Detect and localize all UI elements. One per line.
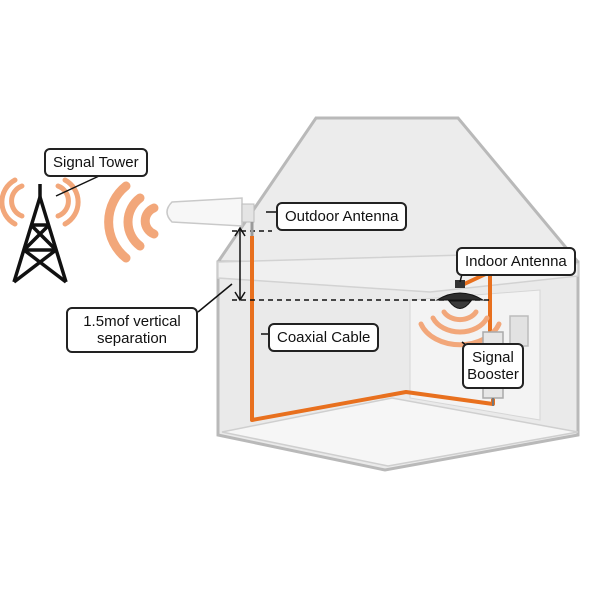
indoor-antenna-label: Indoor Antenna: [456, 247, 576, 276]
wall-switch: [509, 315, 529, 347]
yagi-antenna-icon: [166, 197, 255, 236]
signal-tower-text: Signal Tower: [53, 154, 139, 171]
indoor-antenna-text: Indoor Antenna: [465, 253, 567, 270]
cell-tower-icon: [12, 184, 68, 284]
tower-signal-waves: [0, 177, 81, 227]
house-floor: [221, 397, 579, 467]
signal-tower-label: Signal Tower: [44, 148, 148, 177]
coaxial-cable-label: Coaxial Cable: [268, 323, 380, 352]
signal-booster-text-1: Signal: [472, 349, 514, 366]
vertical-separation-text-2: separation: [96, 330, 168, 347]
airborne-signal-waves: [104, 181, 159, 263]
vertical-separation-label: 1.5mof vertical separation: [66, 307, 198, 353]
signal-booster-label: Signal Booster: [462, 343, 524, 389]
signal-booster-text-2: Booster: [467, 366, 519, 383]
vertical-separation-text-1: 1.5mof vertical: [83, 313, 181, 330]
coaxial-cable-text: Coaxial Cable: [277, 329, 371, 346]
outdoor-antenna-text: Outdoor Antenna: [285, 208, 399, 225]
ceiling-dome-antenna-icon: [435, 280, 485, 309]
outdoor-antenna-label: Outdoor Antenna: [276, 202, 408, 231]
